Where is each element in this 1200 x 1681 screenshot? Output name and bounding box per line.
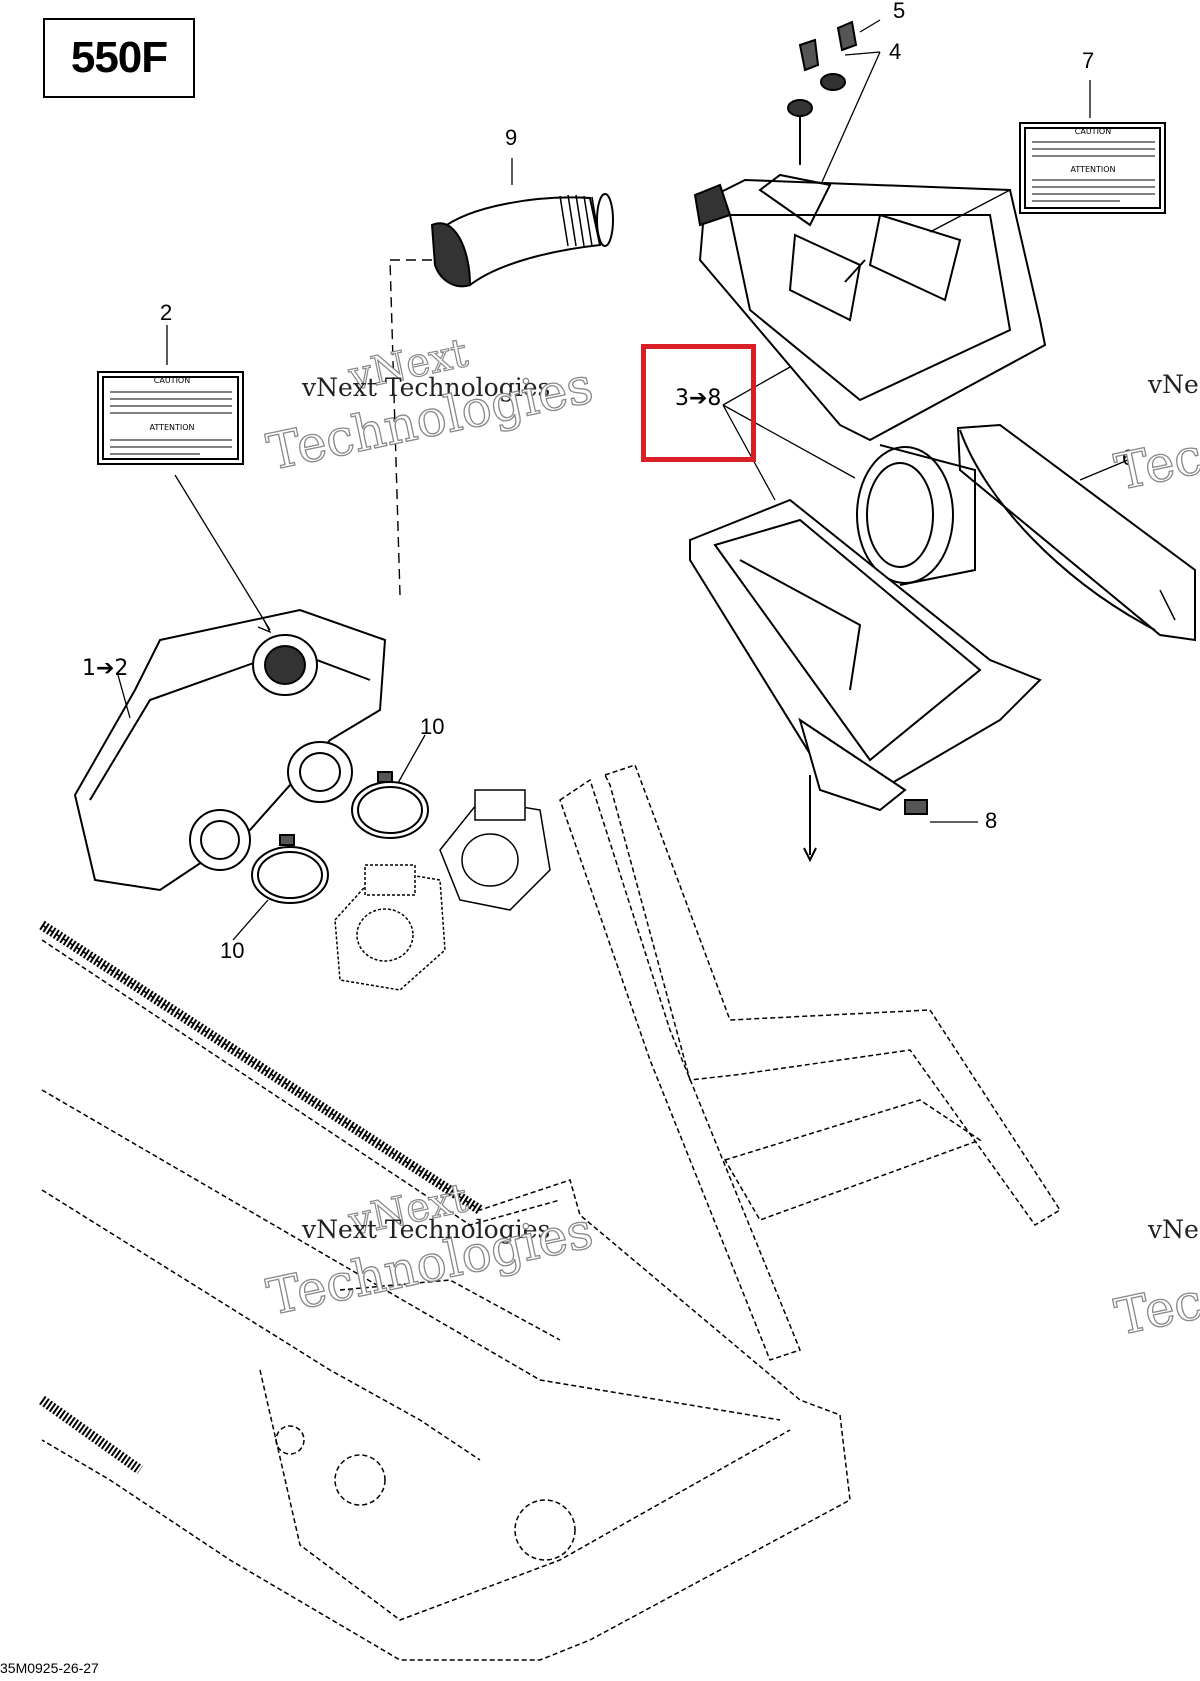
drawing-code: 35M0925-26-27 xyxy=(0,1660,99,1676)
carburetor-right xyxy=(439,789,551,911)
callout-4: 4 xyxy=(889,39,902,64)
callout-9: 9 xyxy=(505,125,518,150)
chassis-rail-serrated xyxy=(39,920,483,1215)
chassis-tunnel xyxy=(41,924,851,1661)
watermark-line-1: vNext Technologies xyxy=(302,373,551,402)
intake-hose xyxy=(430,193,614,288)
label-7-caution: CAUTION xyxy=(1075,127,1111,136)
callout-7: 7 xyxy=(1082,48,1095,73)
watermark-partial-1: vNe xyxy=(1148,370,1199,399)
label-2-attention: ATTENTION xyxy=(149,423,194,432)
fitting-5 xyxy=(798,20,858,72)
callout-10-lower: 10 xyxy=(220,938,245,963)
callout-1-to-2: 1➔2 xyxy=(82,656,129,681)
callout-5: 5 xyxy=(893,0,906,23)
grommet-4 xyxy=(787,73,846,165)
clamp-10-upper xyxy=(351,771,429,839)
caution-label-7 xyxy=(1019,122,1166,214)
air-filter-6 xyxy=(956,423,1196,642)
label-7-attention: ATTENTION xyxy=(1070,165,1115,174)
callout-3-to-8: 3➔8 xyxy=(675,386,722,411)
callout-8: 8 xyxy=(985,808,998,833)
intake-adapter xyxy=(856,444,976,586)
carburetor-left xyxy=(334,864,446,991)
callout-10-upper: 10 xyxy=(420,714,445,739)
air-silencer-1 xyxy=(73,259,435,892)
airbox-lower-base xyxy=(689,498,1042,863)
label-2-caution: CAUTION xyxy=(154,376,190,385)
airbox-upper-cover xyxy=(693,173,1047,442)
leader-lines xyxy=(117,19,1129,941)
watermark-partial-2: vNe xyxy=(1148,1215,1199,1244)
caution-label-2 xyxy=(97,371,244,465)
label-fine-print xyxy=(110,141,1155,455)
highlight-box xyxy=(641,344,756,462)
callout-2: 2 xyxy=(160,300,173,325)
watermark-line-2: vNext Technologies xyxy=(302,1215,551,1244)
chassis-rail-serrated-lower xyxy=(39,1395,143,1475)
clamp-10-lower xyxy=(251,834,329,904)
steering-support-frame xyxy=(559,764,1062,1361)
model-badge: 550F xyxy=(43,18,195,98)
callout-6: 6 xyxy=(1122,445,1135,470)
